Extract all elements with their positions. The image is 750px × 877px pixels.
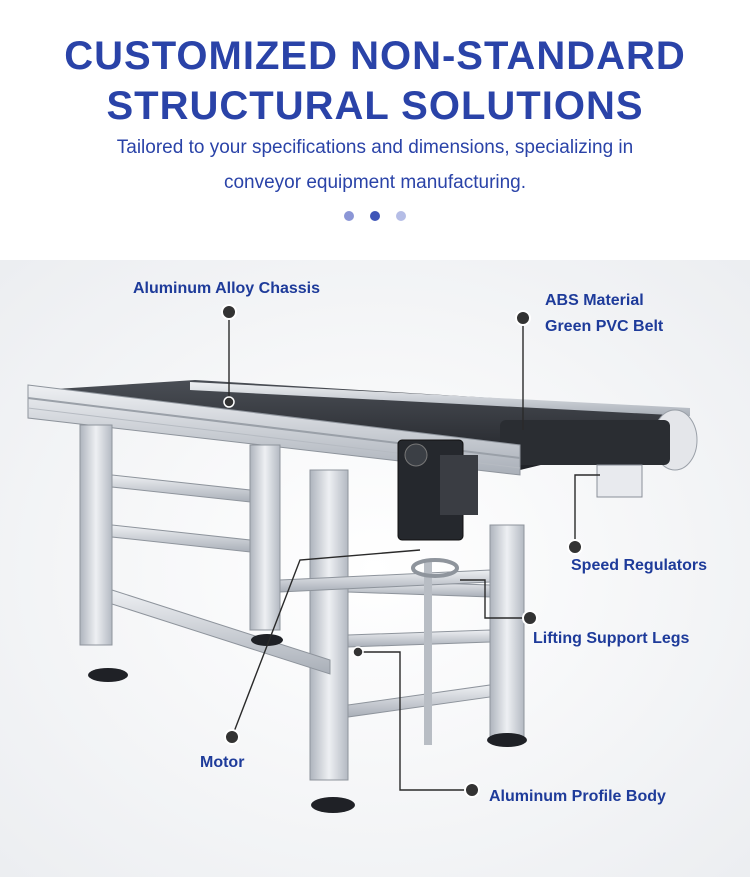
page-title-line-2: STRUCTURAL SOLUTIONS xyxy=(106,84,644,128)
page-subtitle-line-2: conveyor equipment manufacturing. xyxy=(223,172,527,193)
speed-regulator-box xyxy=(596,464,643,498)
hand-wheel xyxy=(411,558,459,578)
page-title-line-1: CUSTOMIZED NON-STANDARD xyxy=(64,34,686,78)
far-rail xyxy=(190,382,690,416)
callout-label-speed: Speed Regulators xyxy=(571,557,708,574)
callout-label-belt: Green PVC Belt xyxy=(545,318,664,335)
callout-markers xyxy=(221,304,583,798)
legs xyxy=(79,424,525,781)
pager-dot-2[interactable] xyxy=(370,211,380,221)
page-subtitle-line-1: Tailored to your specifications and dime… xyxy=(116,137,634,158)
marker-chassis xyxy=(221,304,237,320)
marker-speed xyxy=(567,539,583,555)
marker-profile xyxy=(464,782,480,798)
callout-label-lifting: Lifting Support Legs xyxy=(533,630,690,647)
callout-lines xyxy=(228,312,600,791)
belt-roller xyxy=(500,420,670,465)
callout-label-motor: Motor xyxy=(200,754,245,771)
callout-label-chassis: Aluminum Alloy Chassis xyxy=(133,280,320,297)
gear-motor xyxy=(440,455,478,515)
pager-dots xyxy=(0,211,750,221)
lifting-screw xyxy=(424,560,432,745)
marker-motor xyxy=(224,729,240,745)
cross-braces xyxy=(111,474,491,718)
callout-label-abs: ABS Material xyxy=(545,292,644,309)
scene-background xyxy=(0,260,750,877)
marker-belt xyxy=(515,310,531,326)
pager-dot-3[interactable] xyxy=(396,211,406,221)
marker-lifting xyxy=(522,610,538,626)
pager-dot-1[interactable] xyxy=(344,211,354,221)
callout-label-profile: Aluminum Profile Body xyxy=(489,788,666,805)
conveyor-illustration xyxy=(0,260,750,877)
feet xyxy=(88,634,527,813)
